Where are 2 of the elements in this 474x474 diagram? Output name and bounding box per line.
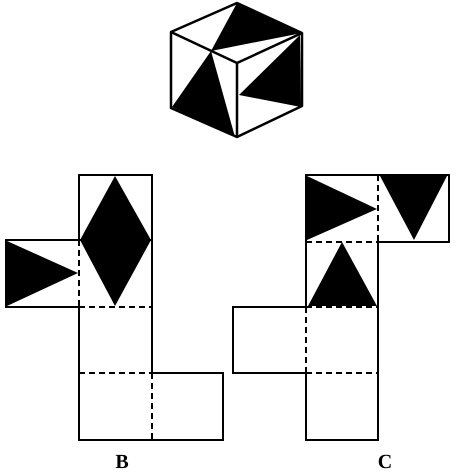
option-letter: C — [378, 452, 392, 472]
option-letter: B — [115, 452, 129, 472]
